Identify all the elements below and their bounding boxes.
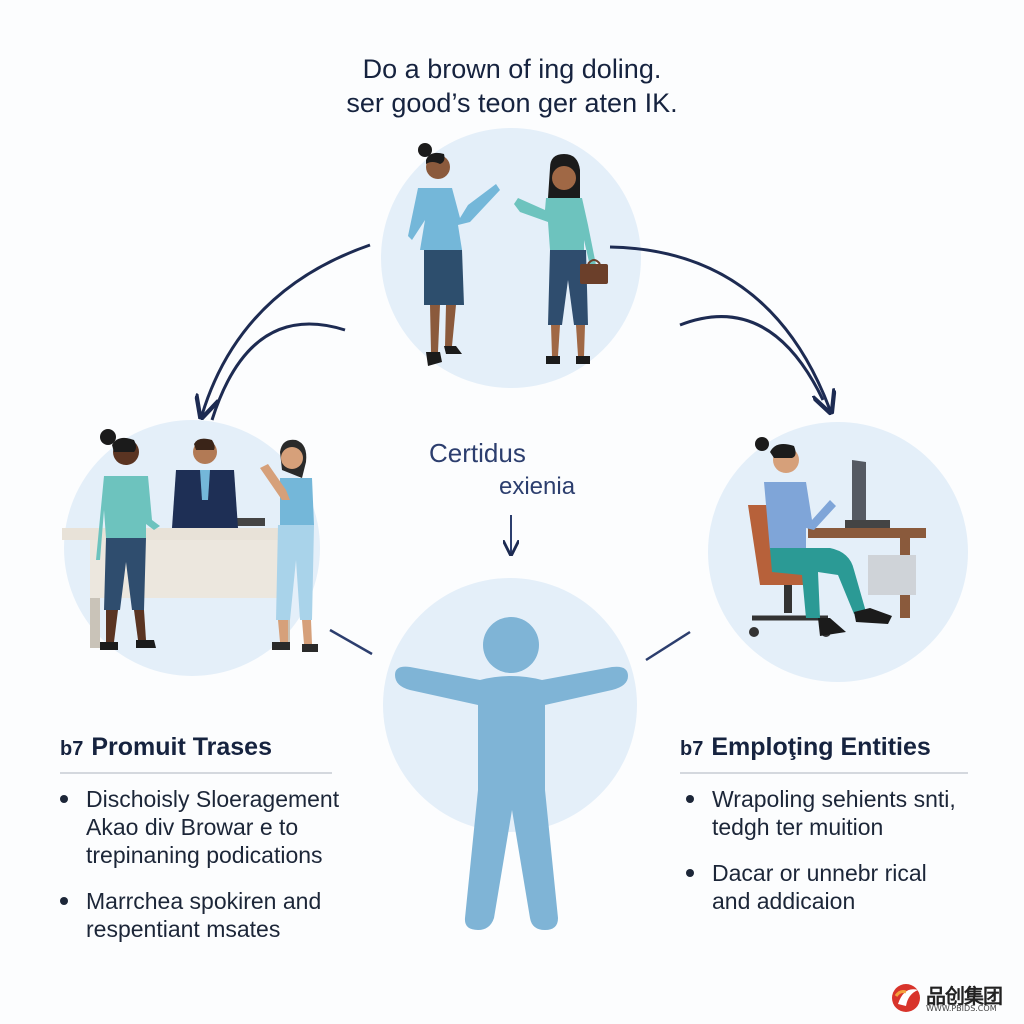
- right-section-number: b7: [680, 738, 704, 760]
- center-label: Certidus exienia: [415, 436, 615, 504]
- left-bullet-2-line-1: Marrchea spokiren and: [86, 888, 322, 914]
- bullet-dot: [60, 897, 68, 905]
- left-bullet-item: Marrchea spokiren and respentiant msates: [58, 887, 378, 943]
- left-bullet-2-line-2: respentiant msates: [86, 916, 281, 942]
- right-bullet-list: Wrapoling sehients snti, tedgh ter muiti…: [684, 785, 1004, 933]
- left-section-number: b7: [60, 738, 84, 760]
- center-person-figure: [395, 617, 628, 930]
- left-section-title: Promuit Trases: [91, 733, 272, 761]
- right-section-title: Emploţing Entities: [711, 733, 931, 761]
- left-bullet-item: Dischoisly Sloeragement Akao div Browar …: [58, 785, 378, 869]
- page-title: Do a brown of ing doling. ser good’s teo…: [0, 52, 1024, 120]
- arrow-top-to-left-outer: [202, 243, 371, 415]
- woman-right-figure: [514, 154, 608, 364]
- left-section-heading: b7 Promuit Trases: [60, 733, 272, 762]
- arrow-top-to-left-inner: [210, 322, 346, 421]
- bullet-dot: [686, 795, 694, 803]
- right-bullet-1-line-1: Wrapoling sehients snti,: [712, 786, 956, 812]
- left-bullet-1-line-1: Dischoisly Sloeragement: [86, 786, 340, 812]
- arrow-top-to-right-outer: [609, 245, 830, 410]
- top-scene-two-women: [408, 143, 608, 366]
- center-label-line-1: Certidus: [429, 438, 526, 468]
- woman-left-figure: [408, 143, 500, 366]
- top-circle: [381, 128, 641, 388]
- bullet-dot: [686, 869, 694, 877]
- logo-site-text: WWW.PBIDS.COM: [926, 1004, 997, 1013]
- left-bullet-1-line-2: Akao div Browar e to: [86, 814, 299, 840]
- right-bullet-2-line-1: Dacar or unnebr rical: [712, 860, 927, 886]
- logo-brand-text: 品创集团: [926, 986, 1003, 1008]
- connector-left-to-center: [329, 628, 373, 656]
- left-bullet-list: Dischoisly Sloeragement Akao div Browar …: [58, 785, 378, 961]
- title-line-1: Do a brown of ing doling.: [362, 54, 662, 84]
- logo-mark-icon: [892, 984, 920, 1012]
- left-section-divider: [60, 772, 332, 774]
- right-section-heading: b7 Emploţing Entities: [680, 733, 931, 762]
- right-scene-computer-desk: [748, 437, 926, 637]
- connector-right-to-center: [645, 630, 691, 662]
- center-label-line-2: exienia: [499, 473, 576, 500]
- brand-logo: 品创集团 WWW.PBIDS.COM: [890, 980, 1015, 1016]
- right-bullet-2-line-2: and addicaion: [712, 888, 856, 914]
- man-in-suit-figure: [172, 438, 238, 528]
- arrow-top-to-right-inner: [679, 315, 825, 401]
- woman-light-blue-figure: [260, 439, 318, 652]
- left-scene-office-desk: [62, 429, 318, 652]
- right-section-divider: [680, 772, 968, 774]
- right-bullet-item: Dacar or unnebr rical and addicaion: [684, 859, 1004, 915]
- left-bullet-1-line-3: trepinaning podications: [86, 842, 323, 868]
- right-bullet-item: Wrapoling sehients snti, tedgh ter muiti…: [684, 785, 1004, 841]
- right-bullet-1-line-2: tedgh ter muition: [712, 814, 884, 840]
- woman-teal-shirt-figure: [96, 429, 160, 650]
- title-line-2: ser good’s teon ger aten IK.: [346, 88, 678, 118]
- woman-at-computer-figure: [755, 437, 892, 636]
- bullet-dot: [60, 795, 68, 803]
